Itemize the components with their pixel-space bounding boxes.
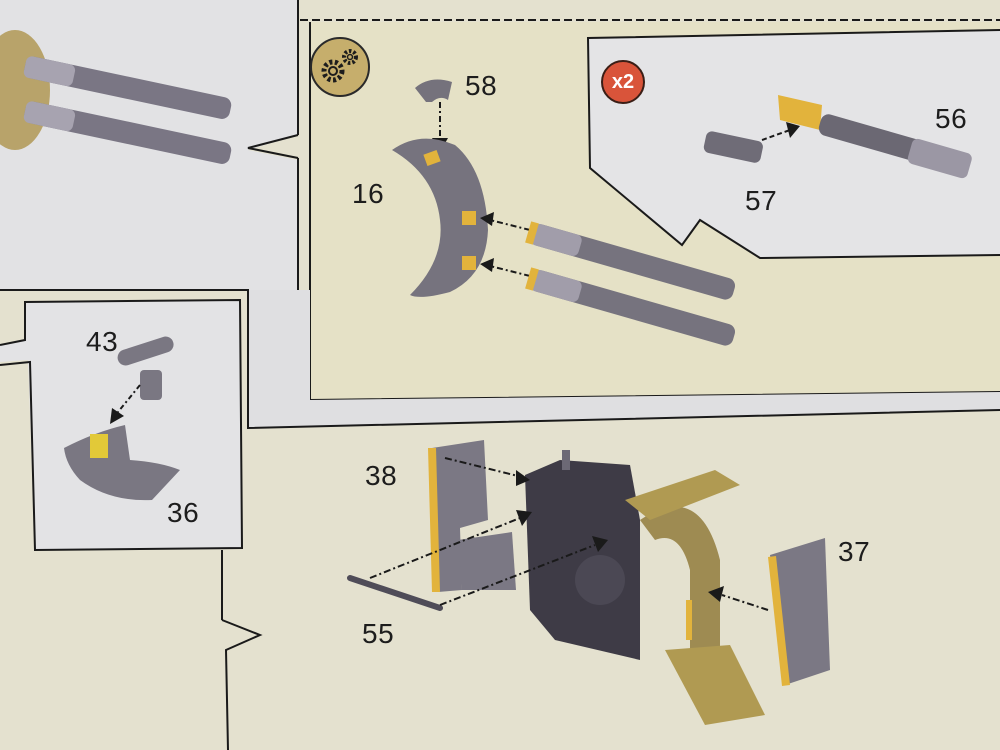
part-number-37: 37 xyxy=(838,536,871,567)
gears-icon xyxy=(310,37,370,97)
quantity-badge: x2 xyxy=(601,60,645,104)
part-number-56: 56 xyxy=(935,103,968,134)
part-number-58: 58 xyxy=(465,70,498,101)
part-number-57: 57 xyxy=(745,185,778,216)
part-number-16: 16 xyxy=(352,178,385,209)
part-number-38: 38 xyxy=(365,460,398,491)
part-number-55: 55 xyxy=(362,618,395,649)
part-number-36: 36 xyxy=(167,497,200,528)
part-number-43: 43 xyxy=(86,326,119,357)
